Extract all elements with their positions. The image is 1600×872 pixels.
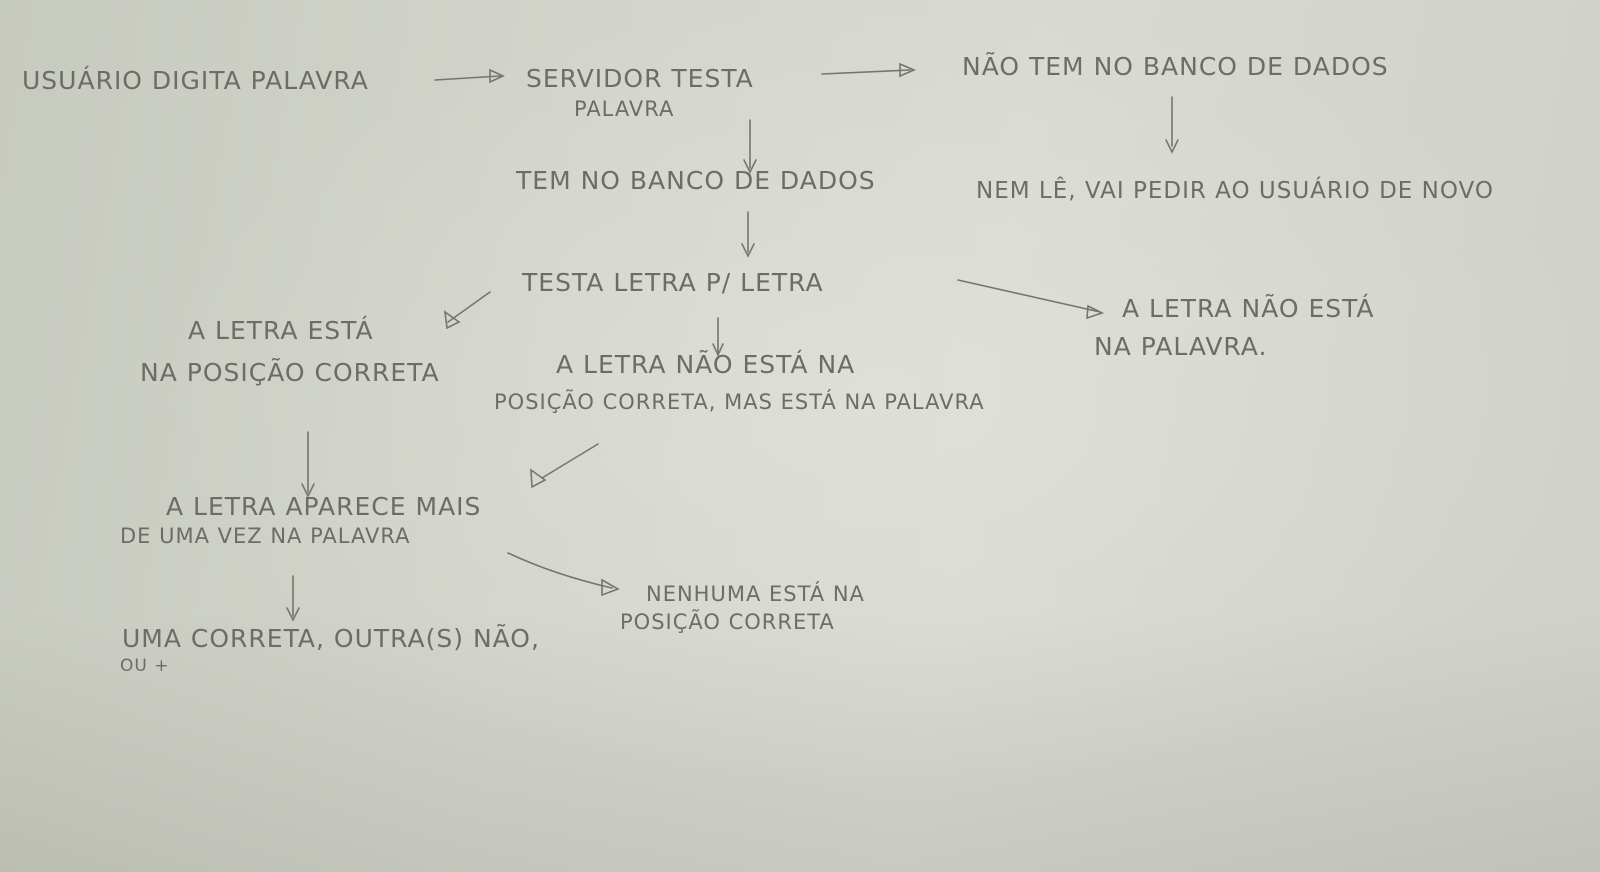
node-nao-correta-line-2: POSIÇÃO CORRETA, MAS ESTÁ NA PALAVRA	[494, 390, 985, 414]
node-aparece-line-2: DE UMA VEZ NA PALAVRA	[120, 524, 411, 548]
arrow-nao-correta-aparece	[530, 443, 599, 489]
node-nenhuma-line-2: POSIÇÃO CORRETA	[620, 610, 835, 634]
node-nenhuma-line-1: NENHUMA ESTÁ NA	[646, 582, 865, 606]
node-servidor-line-2: PALAVRA	[574, 97, 675, 121]
node-uma-line-2: OU +	[120, 656, 170, 676]
node-testa: TESTA LETRA P/ LETRA	[522, 268, 824, 297]
node-correta-line-1: A LETRA ESTÁ	[188, 316, 374, 345]
node-tem: TEM NO BANCO DE DADOS	[516, 166, 876, 195]
arrow-correta-aparece	[301, 431, 315, 498]
arrow-servidor-tem	[743, 119, 757, 174]
node-servidor-line-1: SERVIDOR TESTA	[526, 64, 754, 93]
arrow-testa-nao-correta	[712, 317, 724, 357]
node-nao-esta-line-2: NA PALAVRA.	[1094, 332, 1268, 361]
arrow-tem-testa	[741, 211, 755, 258]
node-aparece-line-1: A LETRA APARECE MAIS	[166, 492, 482, 521]
arrow-nao-tem-nem-le	[1165, 96, 1179, 154]
arrow-servidor-nao-tem	[821, 62, 917, 78]
arrow-testa-correta	[443, 291, 491, 330]
node-correta-line-2: NA POSIÇÃO CORRETA	[140, 358, 440, 387]
node-nao-tem: NÃO TEM NO BANCO DE DADOS	[962, 52, 1389, 81]
node-uma-line-1: UMA CORRETA, OUTRA(S) NÃO,	[122, 624, 540, 653]
arrow-aparece-nenhuma	[507, 552, 620, 597]
node-nao-correta-line-1: A LETRA NÃO ESTÁ NA	[556, 350, 856, 379]
node-nao-esta-line-1: A LETRA NÃO ESTÁ	[1122, 294, 1375, 323]
arrow-usuario-servidor	[434, 68, 505, 84]
arrow-aparece-uma	[286, 575, 300, 622]
node-usuario: USUÁRIO DIGITA PALAVRA	[22, 66, 369, 95]
arrow-testa-nao-esta	[957, 279, 1105, 320]
node-nem-le: NEM LÊ, VAI PEDIR AO USUÁRIO DE NOVO	[976, 178, 1494, 204]
